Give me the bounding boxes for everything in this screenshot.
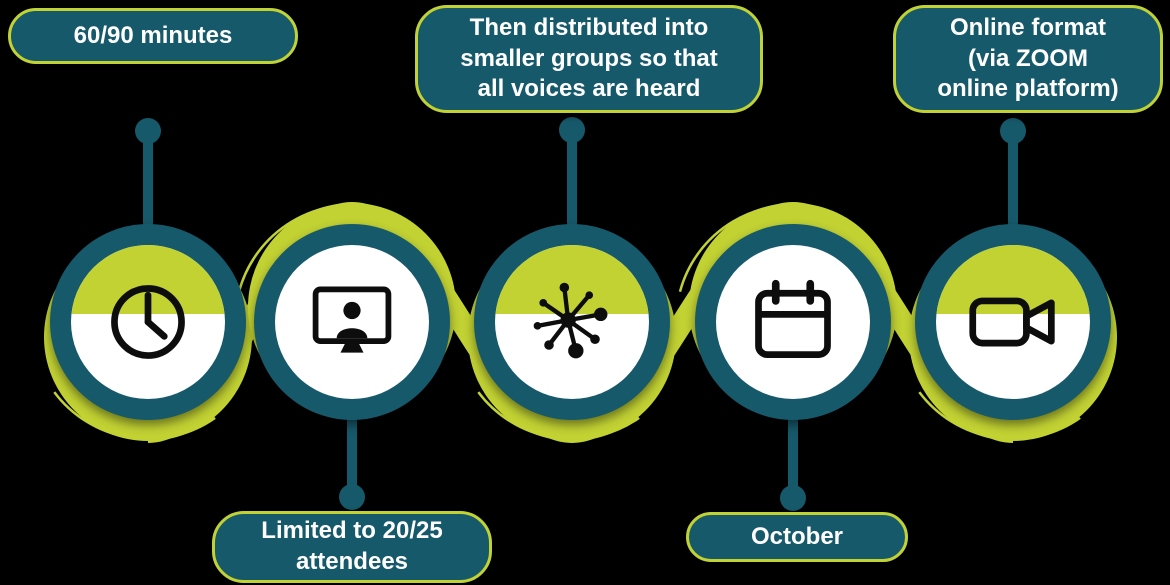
inner-circle [71,245,225,399]
connector-stem [347,416,357,496]
connector-stem [143,131,153,228]
inner-circle [495,245,649,399]
accent-arc [894,203,1132,441]
connector-stem [788,416,798,498]
callout-attendees: Limited to 20/25 attendees [212,511,492,583]
accent-arc [453,203,691,441]
accent-arc [29,203,267,441]
connector-stem [567,130,577,228]
video-camera-icon [969,297,1055,347]
accent-arc [674,203,912,441]
inner-circle [936,245,1090,399]
calendar-icon [755,279,831,358]
callout-groups: Then distributed into smaller groups so … [415,5,763,113]
timeline-node-groups [467,217,677,441]
timeline-node-format [908,217,1118,441]
connector-dot [559,117,585,143]
network-icon [533,282,608,359]
inner-circle [275,245,429,399]
callout-month: October [686,512,908,562]
callout-format: Online format (via ZOOM online platform) [893,5,1163,113]
inner-circle [716,245,870,399]
connector-dot [780,485,806,511]
ribbon-band [495,245,649,315]
connector-stem [1008,131,1018,228]
attendee-screen-icon [312,286,392,353]
timeline-node-month [688,203,898,427]
clock-icon [111,285,185,359]
connector-dot [339,484,365,510]
connector-dot [135,118,161,144]
timeline-node-attendees [247,203,457,427]
connector-dot [1000,118,1026,144]
timeline-node-duration [43,217,253,441]
callout-duration: 60/90 minutes [8,8,298,64]
